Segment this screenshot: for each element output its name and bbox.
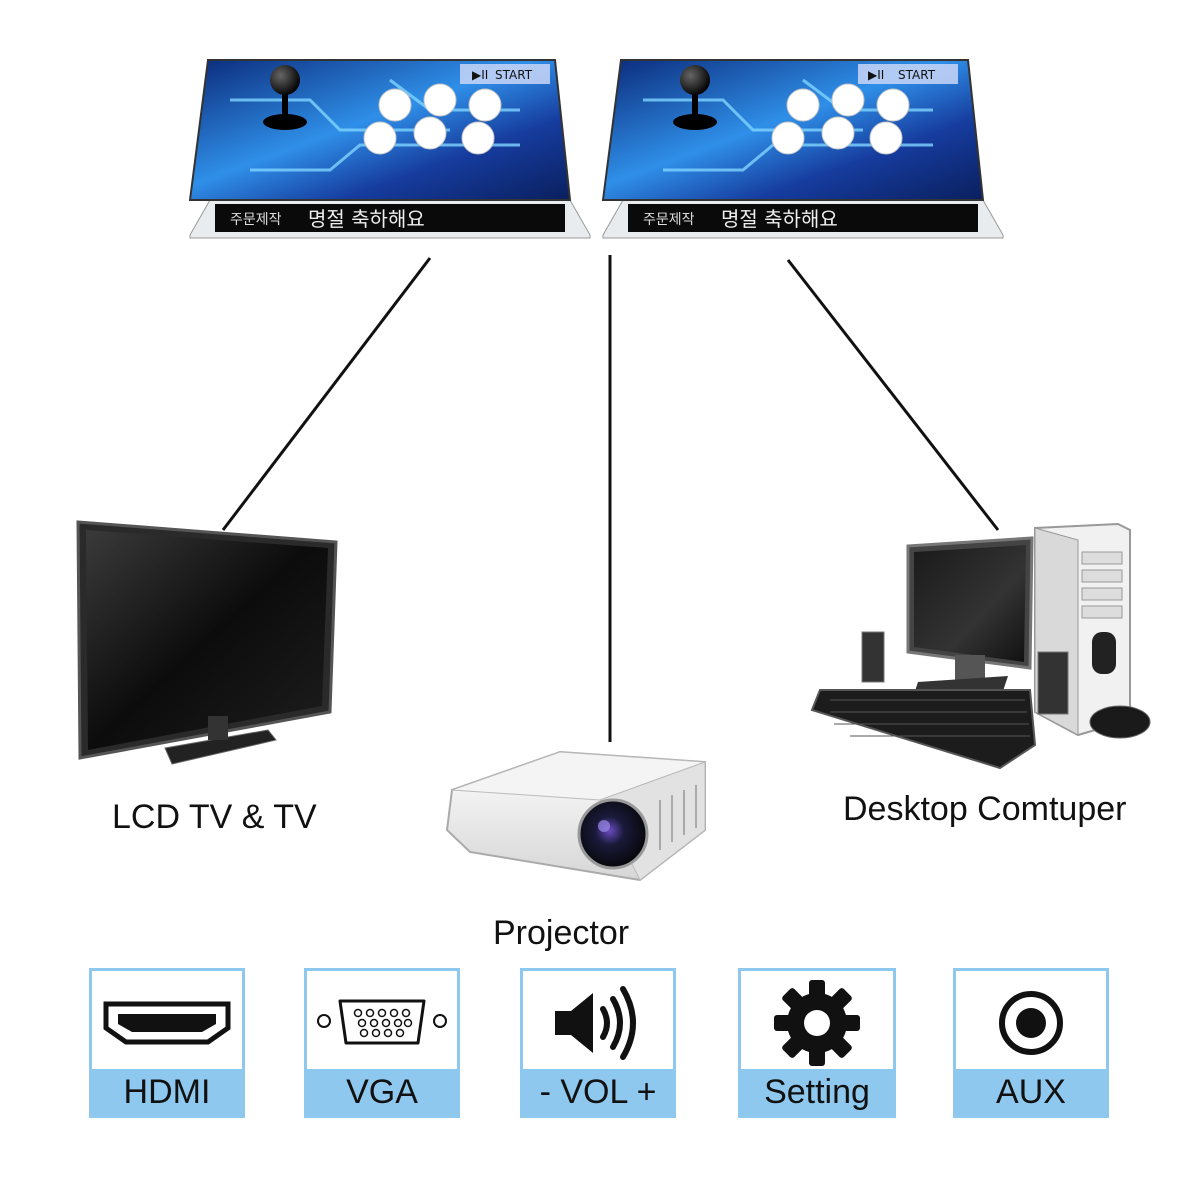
projector-lens	[577, 798, 649, 870]
projector-illustration	[445, 750, 706, 882]
console-left-marquee-large: 명절 축하해요	[308, 207, 425, 231]
desktop-computer-illustration	[810, 522, 1151, 770]
lcd-tv-illustration	[76, 520, 338, 765]
svg-text:▶II: ▶II	[472, 68, 488, 82]
vga-port-icon	[317, 999, 447, 1045]
feature-hdmi-label: HDMI	[92, 1069, 242, 1115]
line-to-tv	[221, 257, 432, 531]
console-right-marquee-large: 명절 축하해요	[721, 207, 838, 231]
feature-hdmi: HDMI	[89, 968, 245, 1118]
arcade-console-right: ▶II START 주문제작 명절 축하해요	[601, 59, 1004, 239]
connector-lines	[221, 255, 1000, 742]
line-to-desktop	[786, 259, 1000, 531]
desktop-label: Desktop Comtuper	[843, 790, 1127, 828]
console-left-marquee-small: 주문제작	[230, 212, 282, 228]
gear-icon	[774, 980, 860, 1066]
joystick-knob	[680, 65, 710, 95]
tv-label: LCD TV & TV	[112, 798, 317, 836]
feature-volume-label: - VOL +	[523, 1069, 673, 1115]
joystick-knob	[270, 65, 300, 95]
feature-aux: AUX	[953, 968, 1109, 1118]
console-left-start-label: START	[495, 68, 533, 82]
feature-aux-label: AUX	[956, 1069, 1106, 1115]
speaker-volume-icon	[555, 986, 636, 1060]
feature-volume: - VOL +	[520, 968, 676, 1118]
console-right-marquee-small: 주문제작	[643, 212, 695, 228]
feature-setting-label: Setting	[741, 1069, 893, 1115]
console-right-start-label: START	[898, 68, 936, 82]
mouse-icon	[1089, 705, 1151, 739]
feature-vga-label: VGA	[307, 1069, 457, 1115]
feature-vga: VGA	[304, 968, 460, 1118]
hdmi-port-icon	[103, 1001, 231, 1045]
aux-jack-icon	[999, 991, 1063, 1055]
projector-label: Projector	[493, 914, 630, 952]
feature-setting: Setting	[738, 968, 896, 1118]
arcade-console-left: ▶II START 주문제작 명절 축하해요	[188, 59, 591, 239]
svg-text:▶II: ▶II	[868, 68, 884, 82]
